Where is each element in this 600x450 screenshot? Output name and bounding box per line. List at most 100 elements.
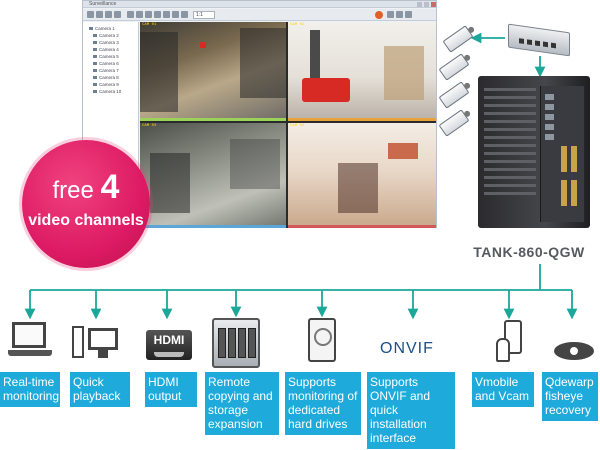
- toolbar-button[interactable]: [405, 11, 412, 18]
- badge-channels-text: video channels: [28, 212, 144, 229]
- hand-shape: [496, 338, 510, 362]
- laptop-screen: [12, 322, 46, 348]
- tree-node[interactable]: Camera 4: [93, 47, 119, 53]
- minimize-button[interactable]: [417, 2, 422, 7]
- maximize-button[interactable]: [424, 2, 429, 7]
- ip-camera-icon: [442, 25, 474, 53]
- tile-status-bar: [140, 225, 286, 228]
- window-toolbar: 1:1: [83, 9, 436, 21]
- drive-bay: [218, 328, 226, 358]
- toolbar-button[interactable]: [114, 11, 121, 18]
- tree-node[interactable]: Camera 1: [89, 26, 115, 32]
- model-label: TANK-860-QGW: [473, 244, 585, 260]
- tile-osd: CAM 02: [290, 23, 305, 27]
- toolbar-button[interactable]: [181, 11, 188, 18]
- tree-node[interactable]: Camera 2: [93, 33, 119, 39]
- heatsink-fin: [484, 96, 536, 99]
- toolbar-button[interactable]: [87, 11, 94, 18]
- toolbar-button[interactable]: [154, 11, 161, 18]
- onvif-logo: ONVIF: [380, 340, 434, 357]
- io-panel: [540, 86, 584, 222]
- expansion-slot: [561, 146, 567, 172]
- desktop-pc-icon: [72, 324, 120, 364]
- io-port: [545, 134, 554, 140]
- switch-port: [551, 42, 556, 49]
- heatsink-fin: [484, 104, 536, 107]
- toolbar-button[interactable]: [172, 11, 179, 18]
- fisheye-eye-icon: [554, 340, 594, 362]
- heatsink-fin: [484, 112, 536, 115]
- tree-node[interactable]: Camera 10: [93, 89, 121, 95]
- toolbar-button[interactable]: [136, 11, 143, 18]
- badge-free-line: free 4: [22, 170, 150, 204]
- switch-port: [519, 38, 524, 44]
- heatsink-fin: [484, 120, 536, 123]
- ip-camera-icon: [438, 109, 470, 137]
- close-button[interactable]: [431, 2, 436, 7]
- alert-icon[interactable]: [375, 11, 383, 19]
- tree-node[interactable]: Camera 7: [93, 68, 119, 74]
- heatsink-fin: [484, 168, 536, 171]
- video-tile[interactable]: CAM 02: [288, 22, 436, 121]
- ip-camera-icon: [438, 53, 470, 81]
- io-port: [545, 94, 554, 100]
- heatsink-fin: [484, 176, 536, 179]
- video-grid: CAM 01 CAM 02 CAM 03 CAM 04: [140, 22, 436, 228]
- laptop-icon: [8, 320, 52, 366]
- video-tile[interactable]: CAM 03: [140, 123, 286, 228]
- tile-status-bar: [288, 118, 436, 121]
- pc-tower: [72, 326, 84, 358]
- expansion-slot: [571, 146, 577, 172]
- person: [338, 163, 378, 213]
- tile-osd: CAM 03: [142, 124, 157, 128]
- feature-caption-onvif: Supports ONVIF and quick installation in…: [367, 372, 455, 449]
- warehouse-shelf: [140, 32, 178, 112]
- free-channels-badge: free 4 video channels: [22, 140, 150, 268]
- toolbar-button[interactable]: [387, 11, 394, 18]
- video-tile[interactable]: CAM 01: [140, 22, 286, 121]
- switch-port: [535, 40, 540, 47]
- heatsink-fin: [484, 184, 536, 187]
- tank-embedded-box-pc: [478, 76, 590, 228]
- toolbar-button[interactable]: [163, 11, 170, 18]
- heatsink-fin: [484, 128, 536, 131]
- hdmi-icon-text: HDMI: [153, 333, 185, 347]
- forklift-mast: [310, 30, 320, 90]
- tree-node[interactable]: Camera 5: [93, 54, 119, 60]
- toolbar-button[interactable]: [127, 11, 134, 18]
- tree-node[interactable]: Camera 6: [93, 61, 119, 67]
- drive-bay: [248, 328, 256, 358]
- tree-node[interactable]: Camera 3: [93, 40, 119, 46]
- hard-drive-icon: [308, 318, 336, 362]
- sign: [200, 42, 206, 48]
- feature-caption-vmobile: Vmobile and Vcam: [472, 372, 534, 407]
- feature-caption-realtime: Real-time monitoring: [0, 372, 60, 407]
- heatsink-fin: [484, 144, 536, 147]
- expansion-slot: [571, 180, 577, 206]
- expansion-slot: [561, 180, 567, 206]
- boxes: [388, 143, 418, 159]
- heatsink-fin: [484, 160, 536, 163]
- heatsink-fin: [484, 152, 536, 155]
- zoom-select[interactable]: 1:1: [193, 11, 215, 19]
- video-tile[interactable]: CAM 04: [288, 123, 436, 228]
- machinery: [230, 139, 280, 189]
- tree-node[interactable]: Camera 9: [93, 82, 119, 88]
- toolbar-button[interactable]: [145, 11, 152, 18]
- warehouse-shelf: [240, 28, 286, 98]
- feature-caption-hdd: Supports monitoring of dedicated hard dr…: [285, 372, 361, 435]
- feature-caption-hdmi: HDMI output: [145, 372, 197, 407]
- io-port: [545, 104, 554, 110]
- hdmi-icon: HDMI: [146, 330, 192, 360]
- surveillance-software-window: Surveillance 1:1 Camera 1 Camera 2 Camer…: [82, 0, 437, 228]
- heatsink-fin: [484, 136, 536, 139]
- badge-number: 4: [100, 168, 120, 206]
- toolbar-button[interactable]: [396, 11, 403, 18]
- switch-port: [527, 39, 532, 46]
- feature-caption-remote-copy: Remote copying and storage expansion: [205, 372, 279, 435]
- tree-node[interactable]: Camera 8: [93, 75, 119, 81]
- laptop-base: [8, 350, 52, 356]
- machinery: [150, 153, 190, 213]
- toolbar-button[interactable]: [105, 11, 112, 18]
- toolbar-button[interactable]: [96, 11, 103, 18]
